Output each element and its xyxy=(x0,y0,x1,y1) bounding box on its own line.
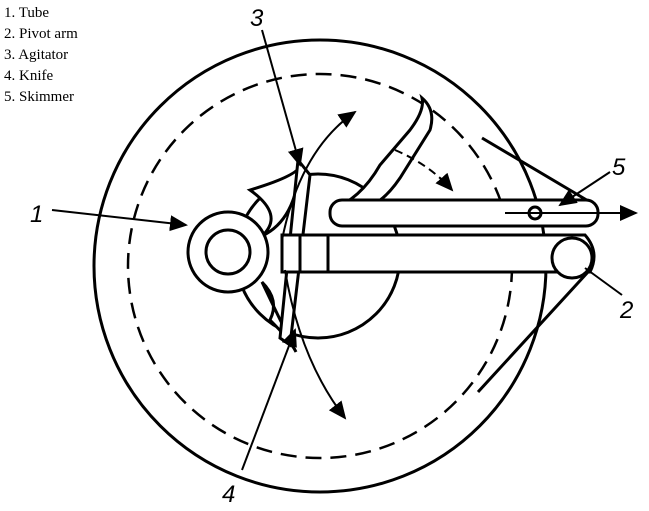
agitator-blade xyxy=(246,164,302,238)
rotation-arrow-upper xyxy=(281,110,357,241)
legend-label: Tube xyxy=(18,5,50,21)
legend-num: 5. xyxy=(4,89,16,105)
callout-1: 1 xyxy=(30,201,43,228)
legend-label: Pivot arm xyxy=(19,26,78,42)
legend-label: Agitator xyxy=(18,47,69,63)
legend-label: Skimmer xyxy=(19,89,74,105)
belt-bottom xyxy=(476,270,590,394)
leader-5 xyxy=(558,171,611,207)
legend-item-tube: 1. Tube xyxy=(4,3,78,24)
leader-2 xyxy=(584,267,623,296)
leader-3 xyxy=(261,29,304,167)
legend-item-skimmer: 5. Skimmer xyxy=(4,87,78,108)
legend-item-pivot-arm: 2. Pivot arm xyxy=(4,24,78,45)
callout-2: 2 xyxy=(619,297,633,324)
flow-arrow xyxy=(394,149,454,192)
legend-num: 1. xyxy=(4,5,16,21)
legend-num: 2. xyxy=(4,26,16,42)
callout-5: 5 xyxy=(612,154,626,181)
legend-item-agitator: 3. Agitator xyxy=(4,45,78,66)
legend-num: 4. xyxy=(4,68,16,84)
leader-1 xyxy=(51,209,188,232)
leader-4 xyxy=(241,328,297,471)
tube-inner xyxy=(204,228,252,276)
pivot xyxy=(550,236,594,280)
legend-label: Knife xyxy=(19,68,54,84)
rotation-arrow-lower xyxy=(284,269,347,420)
callout-3: 3 xyxy=(250,5,264,32)
legend-num: 3. xyxy=(4,47,16,63)
skimmer-hook xyxy=(329,93,434,212)
legend-item-knife: 4. Knife xyxy=(4,66,78,87)
callout-4: 4 xyxy=(222,481,235,508)
tube xyxy=(186,210,270,294)
legend: 1. Tube 2. Pivot arm 3. Agitator 4. Knif… xyxy=(4,3,78,108)
